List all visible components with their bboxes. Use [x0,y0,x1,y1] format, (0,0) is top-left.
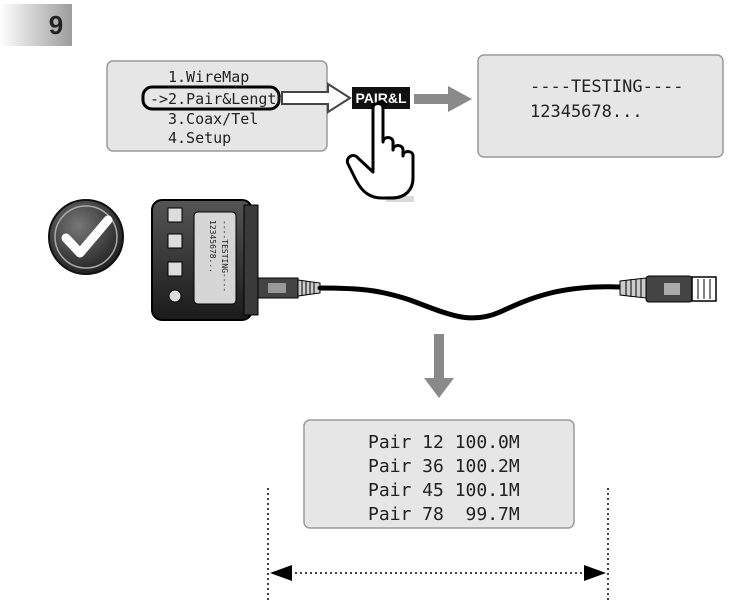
menu-item-pair-length[interactable]: ->2.Pair&Length [150,90,285,108]
pair-length-button-label: PAIR&L [355,90,407,106]
cable-tester-device: ----TESTING---- 12345678... [151,199,259,321]
hollow-arrow-right [281,82,352,114]
dimension-arrowhead-right [584,565,606,581]
device-button-up [167,207,183,223]
step-number: 9 [49,10,63,40]
gray-arrow-right [414,86,472,112]
result-row-pair-12: Pair 12 100.0M [368,432,520,453]
device-lcd-line-2: 12345678... [208,220,217,273]
device-button-mode [167,233,183,249]
check-mark-icon [48,199,124,275]
step-indicator: 9 [0,4,72,46]
menu-item-coax-tel[interactable]: 3.Coax/Tel [168,110,258,128]
result-row-pair-78: Pair 78 99.7M [368,504,520,525]
left-rj45-connector [257,277,321,299]
pair-length-button[interactable]: PAIR&L [352,87,410,109]
menu-selection-highlight [141,85,281,111]
menu-item-setup[interactable]: 4.Setup [168,129,231,147]
result-row-pair-45: Pair 45 100.1M [368,480,520,501]
right-rj45-connector [619,275,717,303]
results-lcd-screen: Pair 12 100.0M Pair 36 100.2M Pair 45 10… [303,419,575,529]
device-power-button [168,289,182,303]
testing-lcd-screen: ----TESTING---- 12345678... [477,54,724,158]
testing-line-2: 12345678... [530,102,643,122]
device-lcd [193,211,237,305]
menu-item-wiremap[interactable]: 1.WireMap [168,68,249,86]
testing-line-1: ----TESTING---- [530,77,684,97]
menu-lcd-screen: 1.WireMap ->2.Pair&Length 3.Coax/Tel 4.S… [106,60,328,152]
pointing-hand-icon [345,100,415,202]
gray-arrow-down [424,334,454,398]
network-cable [317,284,623,321]
dimension-arrowhead-left [270,565,292,581]
device-lcd-line-1: ----TESTING---- [220,220,229,292]
device-button-down [167,261,183,277]
result-row-pair-36: Pair 36 100.2M [368,456,520,477]
